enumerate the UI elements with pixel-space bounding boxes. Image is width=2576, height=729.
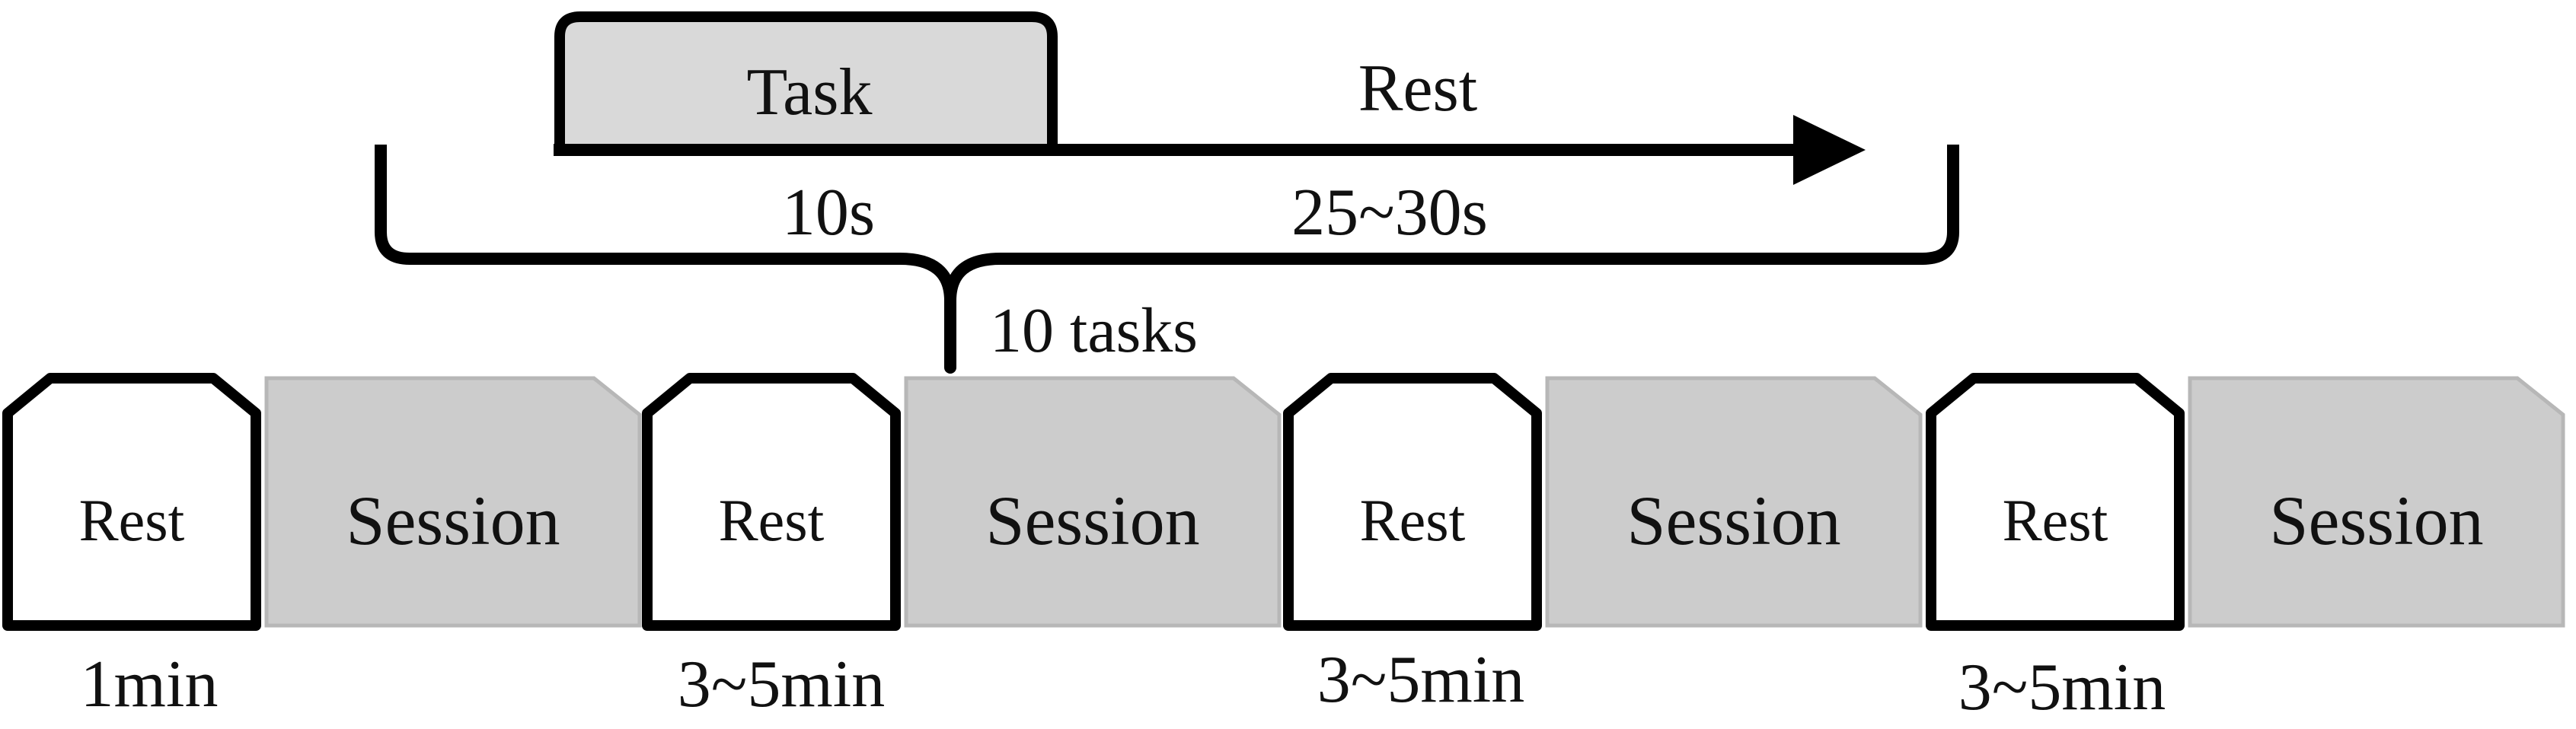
rest-box (1926, 373, 2185, 631)
rest-box-label: Rest (2003, 487, 2108, 553)
session-label: Session (1626, 482, 1840, 559)
session-label: Session (985, 482, 1199, 559)
trial-structure: Task Rest 10s 25~30s 10 tasks (375, 11, 1959, 374)
task-label: Task (747, 56, 873, 129)
session-block-2: Session (904, 376, 1282, 628)
rest-label: Rest (1358, 52, 1477, 126)
session-block-3: Session (1545, 376, 1923, 628)
rest-box (642, 373, 901, 631)
rest-duration-4: 3~5min (1958, 651, 2166, 724)
rest-duration-3: 3~5min (1317, 643, 1525, 717)
session-timeline: Rest Session Rest Session Rest Session R… (2, 373, 2565, 724)
rest-duration: 25~30s (1291, 176, 1488, 250)
rest-box-label: Rest (1360, 487, 1466, 553)
rest-block-4: Rest (1926, 373, 2185, 631)
repeat-brace (375, 145, 1959, 374)
rest-block-2: Rest (642, 373, 901, 631)
task-duration: 10s (782, 176, 875, 250)
rest-box (1283, 373, 1542, 631)
session-box (1545, 376, 1923, 628)
session-block-1: Session (264, 376, 642, 628)
rest-duration-1: 1min (81, 648, 219, 721)
rest-duration-2: 3~5min (678, 648, 886, 721)
timeline-arrow-head (1793, 115, 1866, 185)
rest-block-1: Rest (2, 373, 261, 631)
session-box (904, 376, 1282, 628)
session-label: Session (346, 482, 560, 559)
session-box (264, 376, 642, 628)
repeat-label: 10 tasks (990, 295, 1198, 366)
rest-box-label: Rest (719, 487, 825, 553)
session-label: Session (2269, 482, 2483, 559)
session-box (2188, 376, 2565, 628)
session-block-4: Session (2188, 376, 2565, 628)
rest-block-3: Rest (1283, 373, 1542, 631)
rest-box-label: Rest (79, 487, 185, 553)
rest-box (2, 373, 261, 631)
task-block (554, 11, 1058, 155)
